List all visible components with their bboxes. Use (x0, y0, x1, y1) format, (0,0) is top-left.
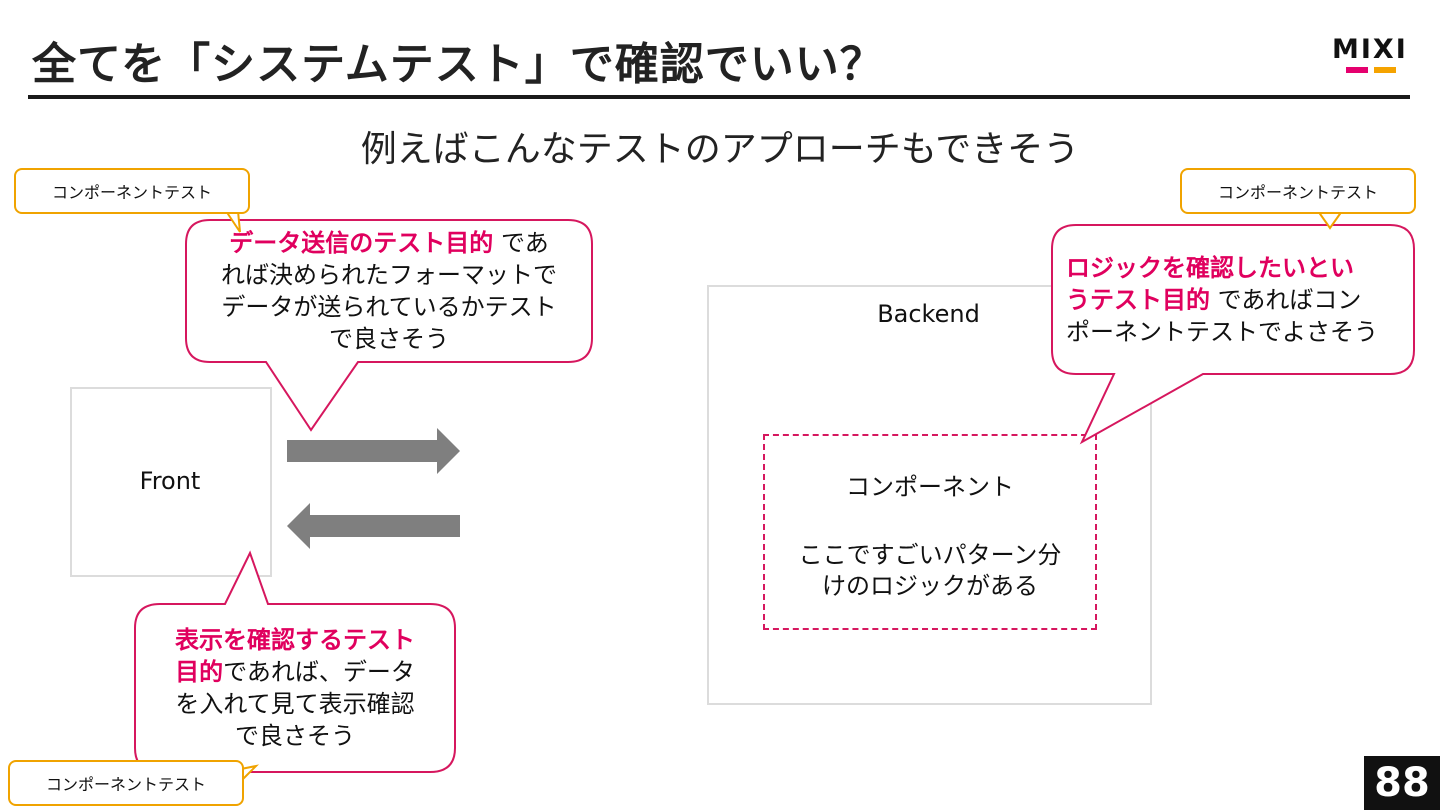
bubble-send-highlight: データ送信のテスト目的 (229, 229, 494, 257)
bubble-logic-line3: ポーネントテストでよさそう (1066, 318, 1378, 346)
tag-top-left-pointer (225, 210, 241, 233)
bubble-send-text1: であ (500, 229, 549, 257)
slide-title: 全てを「システムテスト」で確認でいい？ (32, 39, 885, 90)
bubble-logic-text1: であればコン (1217, 286, 1362, 314)
component-title: コンポーネント (846, 473, 1014, 501)
bubble-send-line4: で良さそう (329, 325, 449, 353)
slide-subtitle: 例えばこんなテストのアプローチもできそう (360, 129, 1080, 170)
mixi-logo: MIXI (1332, 36, 1410, 76)
component-description-line1: ここですごいパターン分 (798, 541, 1062, 569)
logo-bar-orange (1374, 67, 1396, 73)
logo-text: MIXI (1332, 34, 1408, 65)
arrow-left-icon (287, 503, 460, 549)
arrow-right-icon (287, 428, 460, 474)
title-divider (28, 95, 1410, 99)
logo-bar-pink (1346, 67, 1368, 73)
backend-label: Backend (877, 300, 980, 328)
bubble-display-line2: 目的であれば、データ (135, 656, 455, 688)
bubble-send-line1: データ送信のテスト目的 であ (186, 227, 592, 259)
front-label: Front (139, 467, 201, 495)
bubble-display-text1: であれば、データ (223, 658, 415, 686)
bubble-send-line3: データが送られているかテスト (221, 293, 557, 321)
bubble-logic-highlight1: ロジックを確認したいとい (1066, 254, 1354, 282)
page-number: 88 (1364, 756, 1440, 810)
tag-component-test-top-right: コンポーネントテスト (1180, 168, 1416, 214)
bubble-logic-highlight2: うテスト目的 (1066, 286, 1210, 314)
tag-component-test-top-left: コンポーネントテスト (14, 168, 250, 214)
bubble-send-line2: れば決められたフォーマットで (221, 261, 557, 289)
tag-top-right-pointer (1317, 210, 1343, 230)
component-box (763, 434, 1097, 630)
bubble-send-shape (185, 219, 593, 432)
bubble-display-line1: 表示を確認するテスト (135, 624, 455, 656)
bubble-logic-shape (1051, 224, 1415, 445)
component-description-line2: けのロジックがある (822, 572, 1038, 600)
bubble-display-shape (134, 550, 456, 773)
bubble-display-line4: で良さそう (235, 722, 355, 750)
bubble-display-highlight1: 表示を確認するテスト (175, 626, 415, 654)
bubble-display-line3: を入れて見て表示確認 (175, 690, 415, 718)
bubble-logic-line2: うテスト目的 であればコン (1066, 284, 1406, 316)
front-box (70, 387, 272, 577)
bubble-display-highlight2: 目的 (175, 658, 224, 686)
bubble-logic-line1: ロジックを確認したいとい (1066, 252, 1396, 284)
tag-component-test-bottom-left: コンポーネントテスト (8, 760, 244, 806)
